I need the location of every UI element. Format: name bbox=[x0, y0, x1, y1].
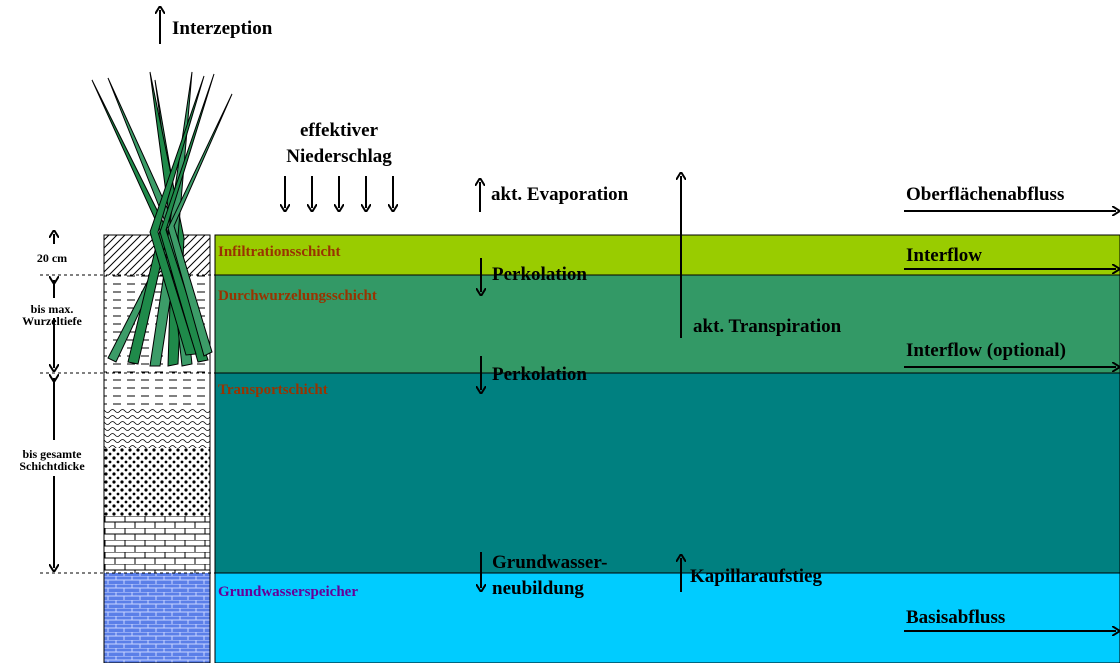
infiltration-label: Infiltrationsschicht bbox=[218, 244, 341, 260]
interflow-label: Interflow bbox=[906, 245, 982, 266]
effektiver-label-1: effektiver bbox=[300, 120, 379, 141]
oberflaechenabfluss-label: Oberflächenabfluss bbox=[906, 184, 1064, 205]
basisabfluss-label: Basisabfluss bbox=[906, 607, 1005, 628]
grundwasser-label-2: neubildung bbox=[492, 578, 584, 599]
durchwurzelung-label: Durchwurzelungsschicht bbox=[218, 288, 377, 304]
layer-durchwurzelung bbox=[214, 274, 1120, 374]
plant-icon bbox=[91, 71, 233, 367]
runoff-arrows bbox=[904, 211, 1116, 631]
interflow-optional-label: Interflow (optional) bbox=[906, 340, 1066, 361]
effektiver-label-2: Niederschlag bbox=[286, 146, 392, 167]
grundwasser-layer-label: Grundwasserspeicher bbox=[218, 584, 358, 600]
depth-gesamt-2: Schichtdicke bbox=[19, 459, 85, 473]
layer-transport bbox=[214, 372, 1120, 574]
layer-grundwasser bbox=[214, 572, 1120, 663]
evaporation-label: akt. Evaporation bbox=[491, 184, 629, 205]
depth-wurzel-2: Wurzeltiefe bbox=[22, 314, 82, 328]
perkolation-label-1: Perkolation bbox=[492, 264, 587, 285]
depth-wurzel-1: bis max. bbox=[31, 302, 74, 316]
kapillaraufstieg-label: Kapillaraufstieg bbox=[690, 566, 822, 587]
transport-label: Transportschicht bbox=[218, 382, 328, 398]
precipitation-arrows bbox=[285, 176, 393, 208]
depth-20cm: 20 cm bbox=[37, 251, 67, 265]
depth-gesamt-1: bis gesamte bbox=[23, 447, 83, 461]
interzeption-label: Interzeption bbox=[172, 18, 273, 39]
perkolation-label-2: Perkolation bbox=[492, 364, 587, 385]
grundwasser-label-1: Grundwasser- bbox=[492, 552, 607, 573]
transpiration-label: akt. Transpiration bbox=[693, 316, 842, 337]
process-arrows bbox=[160, 10, 681, 592]
